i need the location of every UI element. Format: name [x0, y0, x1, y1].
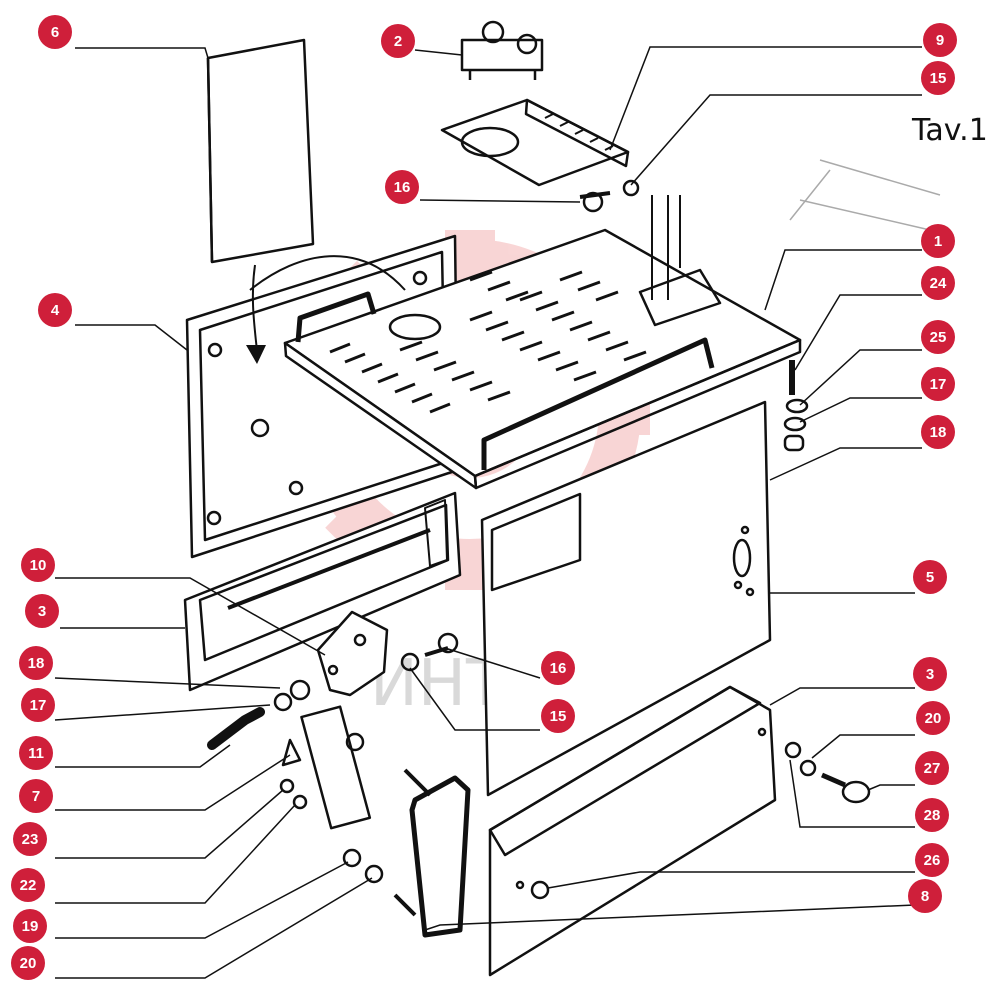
callouts: 6 2 9 15 16 1 24 25 17 18 4 10 3 5 18 17… — [11, 15, 957, 980]
pin-16-top — [579, 179, 640, 213]
svg-text:3: 3 — [38, 603, 46, 620]
callout-10: 10 — [21, 548, 55, 582]
callout-3-right: 3 — [913, 657, 947, 691]
callout-18-left: 18 — [19, 646, 53, 680]
svg-text:16: 16 — [550, 660, 567, 677]
part-9-plate — [440, 98, 630, 187]
callout-7: 7 — [19, 779, 53, 813]
svg-text:5: 5 — [926, 569, 934, 586]
svg-text:10: 10 — [30, 557, 47, 574]
callout-17: 17 — [921, 367, 955, 401]
svg-text:4: 4 — [51, 302, 60, 319]
svg-text:7: 7 — [32, 788, 40, 805]
table-title: Tav.1 — [911, 113, 988, 148]
callout-6: 6 — [38, 15, 72, 49]
callout-20-left: 20 — [11, 946, 45, 980]
callout-1: 1 — [921, 224, 955, 258]
callout-23: 23 — [13, 822, 47, 856]
knob-27 — [530, 741, 871, 900]
callout-15-mid: 15 — [541, 699, 575, 733]
svg-text:20: 20 — [20, 955, 37, 972]
callout-3: 3 — [25, 594, 59, 628]
svg-text:11: 11 — [28, 745, 44, 762]
part-6-panel — [206, 38, 315, 264]
callout-26: 26 — [915, 843, 949, 877]
part-2-valve — [460, 20, 544, 80]
part-5-door — [480, 400, 772, 797]
svg-text:18: 18 — [28, 655, 45, 672]
svg-text:20: 20 — [925, 710, 942, 727]
callout-19: 19 — [13, 909, 47, 943]
callout-9: 9 — [923, 23, 957, 57]
callout-20-right: 20 — [916, 701, 950, 735]
part-8-handle — [393, 768, 471, 938]
part-10-bracket — [316, 610, 389, 697]
left-fasteners — [207, 679, 384, 884]
svg-text:3: 3 — [926, 666, 934, 683]
callout-18: 18 — [921, 415, 955, 449]
callout-17-left: 17 — [21, 688, 55, 722]
pin-16-mid — [400, 632, 459, 672]
svg-text:25: 25 — [930, 329, 947, 346]
svg-text:23: 23 — [22, 831, 39, 848]
callout-16: 16 — [385, 170, 419, 204]
svg-text:28: 28 — [924, 807, 941, 824]
callout-28: 28 — [915, 798, 949, 832]
svg-text:9: 9 — [936, 32, 944, 49]
part-1-top — [283, 228, 802, 490]
svg-text:19: 19 — [22, 918, 39, 935]
callout-24: 24 — [921, 266, 955, 300]
right-fasteners — [783, 360, 809, 452]
svg-text:16: 16 — [394, 179, 411, 196]
svg-text:24: 24 — [930, 275, 947, 292]
svg-text:2: 2 — [394, 33, 402, 50]
svg-text:17: 17 — [30, 697, 47, 714]
svg-text:17: 17 — [930, 376, 947, 393]
svg-text:8: 8 — [921, 888, 929, 905]
callout-8: 8 — [908, 879, 942, 913]
svg-text:26: 26 — [924, 852, 941, 869]
svg-text:6: 6 — [51, 24, 59, 41]
callout-25: 25 — [921, 320, 955, 354]
svg-text:15: 15 — [930, 70, 947, 87]
callout-15: 15 — [921, 61, 955, 95]
callout-4: 4 — [38, 293, 72, 327]
svg-text:1: 1 — [934, 233, 942, 250]
part-3-front-frame — [183, 491, 462, 692]
callout-2: 2 — [381, 24, 415, 58]
svg-text:22: 22 — [20, 877, 37, 894]
svg-text:18: 18 — [930, 424, 947, 441]
callout-27: 27 — [915, 751, 949, 785]
part-3-plinth — [488, 685, 777, 977]
svg-text:27: 27 — [924, 760, 941, 777]
leader-lines — [54, 46, 922, 979]
callout-5: 5 — [913, 560, 947, 594]
part-drawings — [183, 20, 941, 977]
callout-11: 11 — [19, 736, 53, 770]
svg-text:15: 15 — [550, 708, 567, 725]
callout-16-mid: 16 — [541, 651, 575, 685]
callout-22: 22 — [11, 868, 45, 902]
